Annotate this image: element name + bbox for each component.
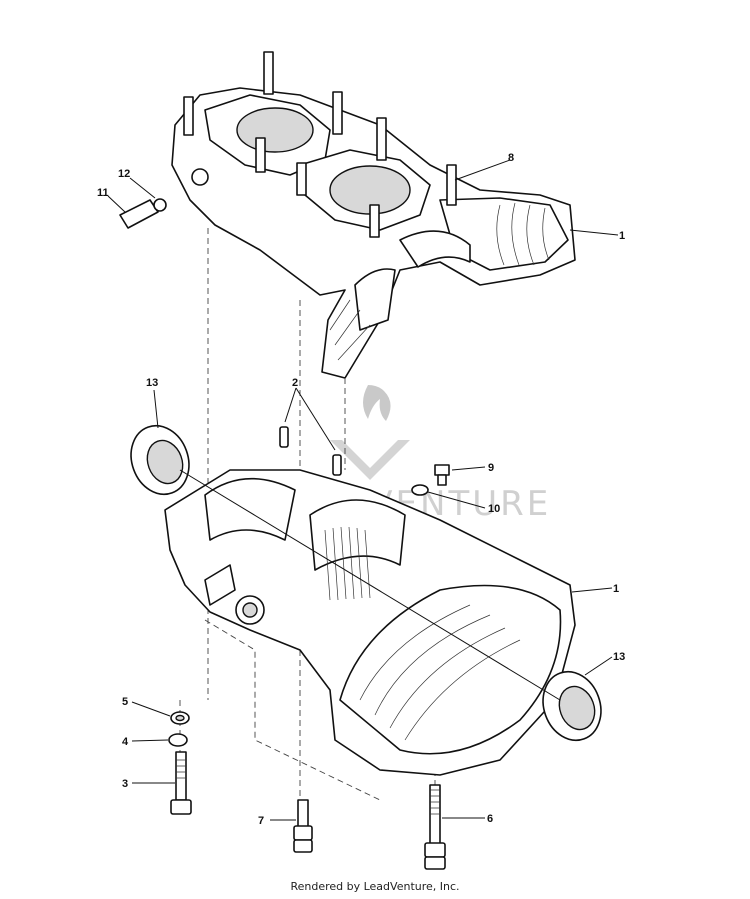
- callout-5: 5: [122, 696, 128, 708]
- callout-13-left: 13: [146, 377, 158, 389]
- callout-9: 9: [488, 462, 494, 474]
- callout-11: 11: [97, 187, 109, 199]
- callout-6: 6: [487, 813, 493, 825]
- callout-13-right: 13: [613, 651, 625, 663]
- callout-1-upper: 1: [619, 230, 625, 242]
- callout-2: 2: [292, 377, 298, 389]
- callout-12: 12: [118, 168, 130, 180]
- washer-5: [170, 711, 190, 725]
- callout-1-lower: 1: [613, 583, 619, 595]
- callout-7: 7: [258, 815, 264, 827]
- dowel-pins: [279, 426, 342, 476]
- callout-3: 3: [122, 778, 128, 790]
- crank-seal-left: [130, 424, 190, 496]
- crankshaft-axis: [179, 469, 561, 701]
- lower-crankcase: [164, 469, 576, 776]
- bolt-7: [293, 799, 313, 853]
- leader-lines: [107, 159, 619, 821]
- upper-crankcase: [119, 51, 576, 379]
- callout-10: 10: [488, 503, 500, 515]
- cylinder-stud-set: [183, 51, 457, 238]
- callout-8: 8: [508, 152, 514, 164]
- bolt-9: [434, 464, 450, 486]
- bolt-3: [170, 751, 192, 815]
- alignment-line: [204, 619, 381, 801]
- drain-fitting: [119, 168, 209, 229]
- washer-10: [411, 484, 429, 496]
- crank-seal-right: [542, 670, 602, 742]
- callout-4: 4: [122, 736, 129, 748]
- render-credit: Rendered by LeadVenture, Inc.: [290, 880, 460, 893]
- washer-4: [168, 733, 188, 747]
- bolt-6: [424, 784, 446, 870]
- callout-labels: 8 1 12 11 2 13 9 10 1 13 5 4 3 7 6: [97, 152, 625, 827]
